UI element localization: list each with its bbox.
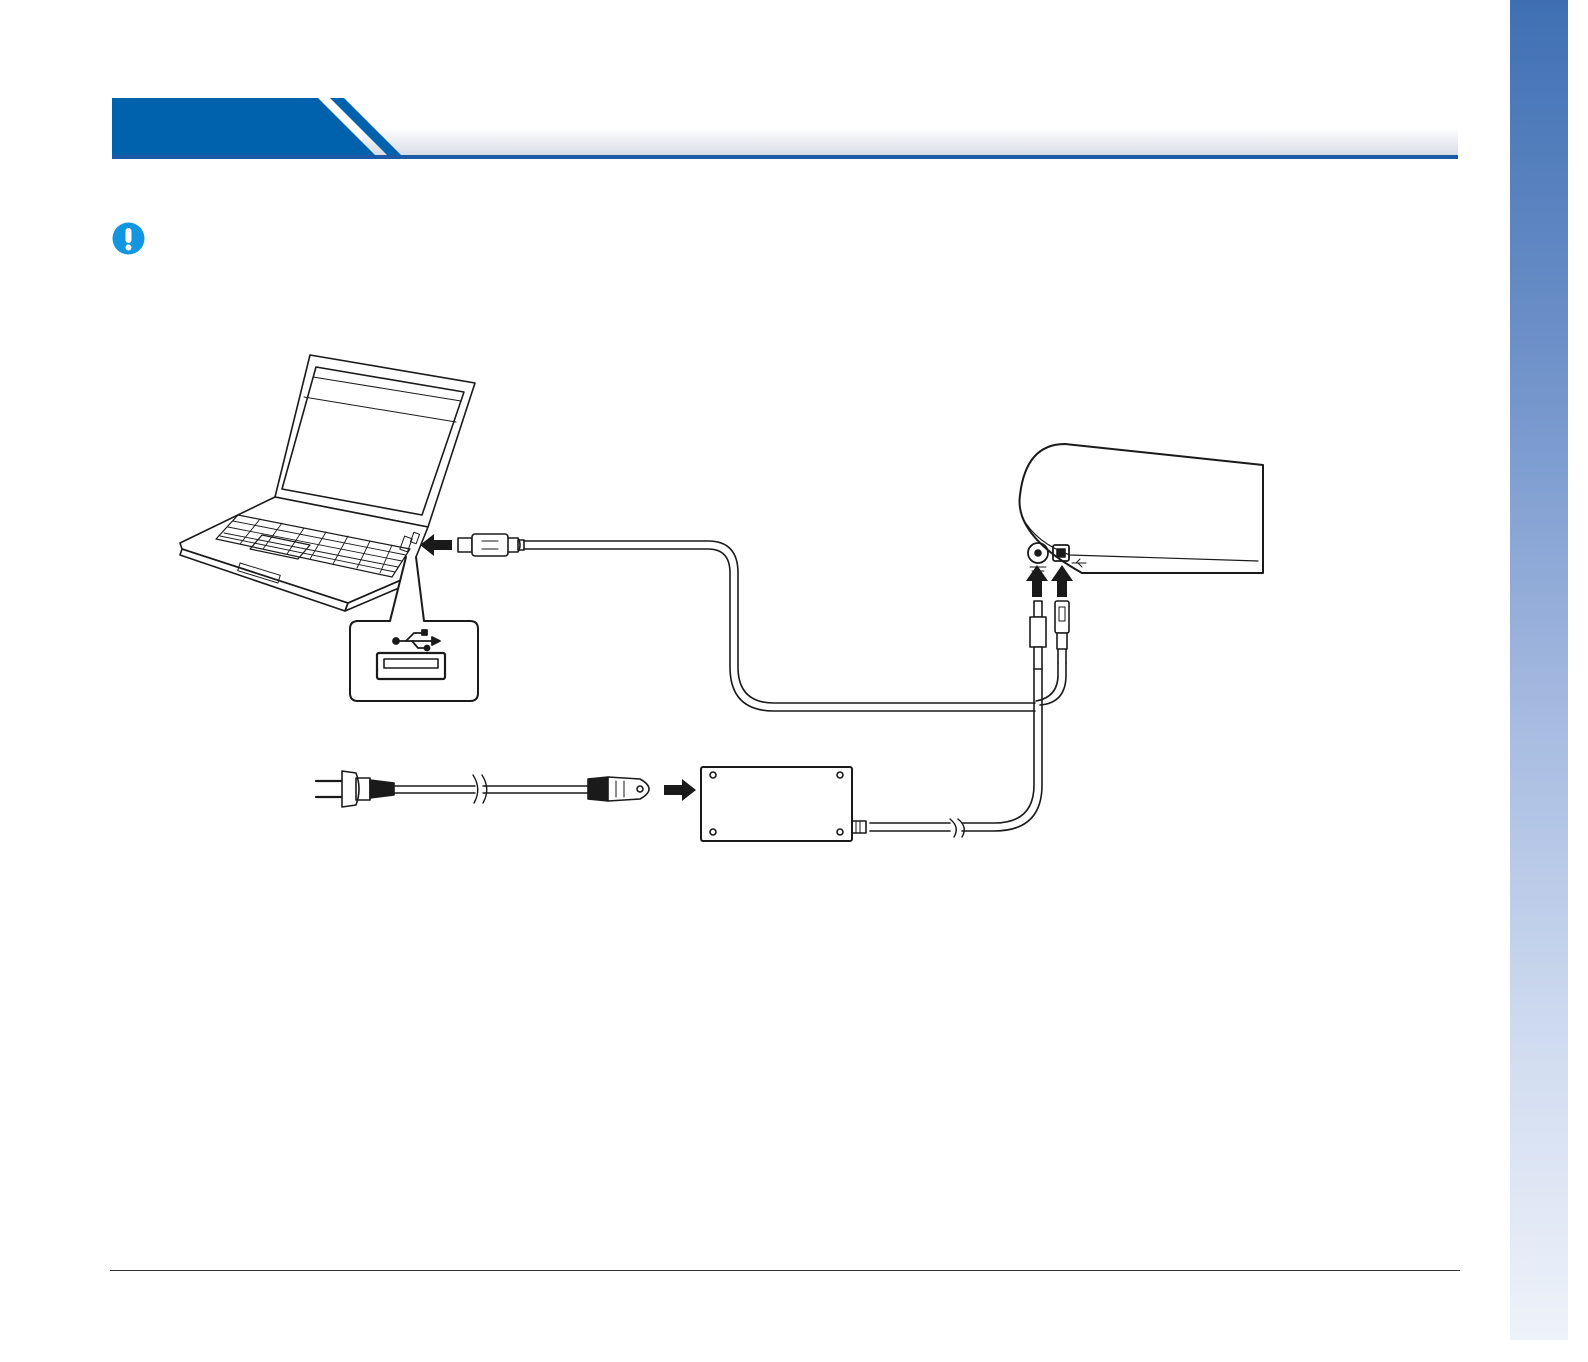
arrow-right-icon [664,779,696,801]
laptop [180,355,475,611]
footer-rule [110,1270,1460,1271]
power-cord [316,771,649,807]
arrow-up-icon [1026,565,1048,597]
dc-plug [1030,601,1046,669]
ac-adapter [701,767,866,841]
connection-diagram [170,345,1280,855]
arrow-up-icon [1051,565,1073,597]
exclamation-icon [112,222,145,255]
arrow-left-icon [420,534,452,556]
usb-b-plug [1055,601,1069,663]
section-header-bar [112,98,1458,160]
dc-cable [870,669,1042,837]
scanner [1020,444,1263,573]
side-tab [1510,0,1568,1340]
usb-cable [458,534,1035,711]
